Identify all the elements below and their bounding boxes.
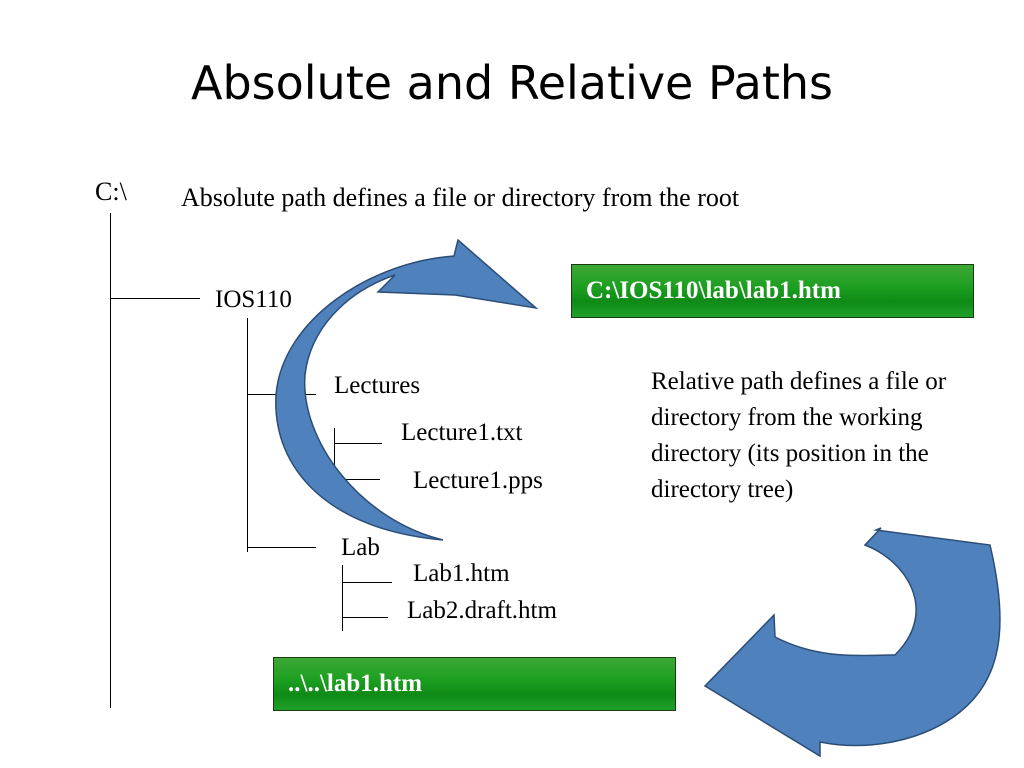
curved-arrow-up-icon bbox=[275, 238, 539, 541]
tree-lectures-line bbox=[334, 428, 335, 495]
absolute-path-description: Absolute path defines a file or director… bbox=[181, 183, 740, 212]
tree-trunk-line bbox=[110, 213, 111, 708]
tree-lab-label: Lab bbox=[341, 534, 380, 561]
curved-arrow-down-icon bbox=[703, 527, 1001, 758]
tree-branch-lab bbox=[248, 547, 316, 548]
tree-lectures-label: Lectures bbox=[334, 372, 421, 399]
absolute-path-example: C:\IOS110\lab\lab1.htm bbox=[586, 277, 841, 304]
tree-lab1-htm-label: Lab1.htm bbox=[413, 560, 510, 587]
absolute-path-example-box: C:\IOS110\lab\lab1.htm bbox=[571, 264, 974, 318]
tree-ios110-label: IOS110 bbox=[215, 286, 292, 313]
tree-lecture1-pps-label: Lecture1.pps bbox=[413, 467, 543, 494]
tree-ios110-line bbox=[247, 318, 248, 552]
tree-lecture1-txt-label: Lecture1.txt bbox=[401, 419, 523, 446]
relative-path-example-box: ..\..\lab1.htm bbox=[273, 657, 676, 711]
tree-branch-ios110 bbox=[110, 298, 200, 299]
relative-path-example: ..\..\lab1.htm bbox=[288, 670, 423, 697]
tree-lab-line bbox=[342, 565, 343, 631]
tree-branch-lab2-draft bbox=[342, 617, 388, 618]
tree-branch-lecture1-txt bbox=[334, 443, 382, 444]
slide-title: Absolute and Relative Paths bbox=[191, 56, 833, 110]
tree-lab2-draft-label: Lab2.draft.htm bbox=[407, 597, 557, 624]
root-label: C:\ bbox=[95, 177, 127, 206]
relative-path-description: Relative path defines a file or director… bbox=[651, 368, 947, 503]
tree-branch-lecture1-pps bbox=[330, 479, 380, 480]
tree-branch-lab1-htm bbox=[342, 582, 392, 583]
